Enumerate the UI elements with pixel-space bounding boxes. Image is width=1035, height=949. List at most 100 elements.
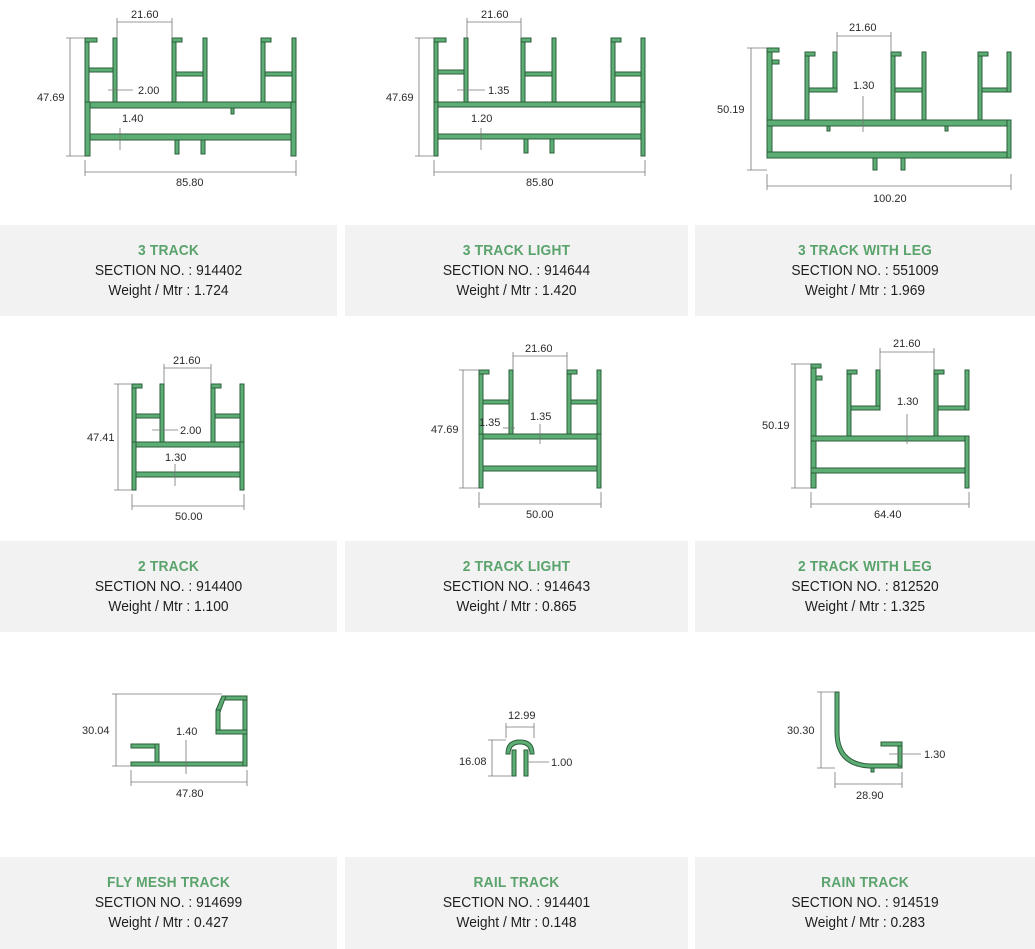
product-title: 2 TRACK (137, 558, 200, 575)
product-caption: 3 TRACK LIGHT SECTION NO. : 914644 Weigh… (345, 225, 688, 316)
dim-wall: 1.20 (471, 113, 492, 125)
dim-gap: 1.35 (479, 417, 500, 429)
section-number: SECTION NO. : 551009 (791, 262, 939, 279)
profile-shape (84, 37, 297, 157)
weight-per-meter: Weight / Mtr : 1.420 (456, 282, 577, 299)
weight-per-meter: Weight / Mtr : 0.283 (804, 914, 926, 931)
section-number: SECTION NO. : 914643 (442, 578, 591, 595)
product-caption: 2 TRACK WITH LEG SECTION NO. : 812520 We… (695, 541, 1035, 632)
dimension-lines (114, 364, 245, 510)
dimension-lines (817, 691, 921, 788)
dim-width: 28.90 (856, 790, 884, 802)
profile-shape (766, 47, 1012, 171)
product-card-2-track: 21.60 47.41 2.00 1.30 50.00 2 TRACK SECT… (0, 316, 337, 632)
profile-shape (130, 695, 248, 767)
dim-width: 85.80 (526, 177, 554, 189)
dim-gap: 2.00 (138, 85, 159, 97)
product-caption: 2 TRACK LIGHT SECTION NO. : 914643 Weigh… (345, 541, 688, 632)
weight-per-meter: Weight / Mtr : 1.724 (108, 282, 229, 299)
dim-wall: 1.00 (551, 757, 572, 769)
dim-wall: 1.30 (924, 749, 945, 761)
dim-wall: 1.40 (176, 726, 197, 738)
product-title: 2 TRACK LIGHT (462, 558, 571, 575)
section-number: SECTION NO. : 914699 (94, 894, 243, 911)
dim-height: 47.69 (37, 92, 65, 104)
dimension-lines (66, 18, 297, 176)
dim-top: 21.60 (525, 343, 553, 355)
profile-drawing: 21.60 47.69 2.00 1.40 85.80 (37, 9, 297, 189)
profile-shape (810, 363, 970, 489)
dim-wall: 1.40 (122, 113, 143, 125)
profile-shape (834, 691, 903, 773)
weight-per-meter: Weight / Mtr : 1.969 (804, 282, 926, 299)
dim-width: 50.00 (175, 511, 203, 523)
dimension-lines (791, 348, 970, 508)
profile-drawing: 12.99 16.08 1.00 (459, 710, 572, 777)
product-caption: RAIN TRACK SECTION NO. : 914519 Weight /… (695, 857, 1035, 949)
dim-width: 47.80 (176, 788, 204, 800)
product-card-rain-track: 30.30 1.30 28.90 RAIN TRACK SECTION NO. … (695, 632, 1035, 949)
weight-per-meter: Weight / Mtr : 1.100 (108, 598, 229, 615)
dim-height: 50.19 (717, 104, 745, 116)
dimension-lines (488, 723, 549, 777)
profile-drawing: 21.60 50.19 1.30 100.20 (717, 22, 1012, 205)
dim-width: 64.40 (874, 509, 902, 521)
dim-width: 100.20 (873, 193, 907, 205)
dim-height: 16.08 (459, 756, 487, 768)
product-card-rail-track: 12.99 16.08 1.00 RAIL TRACK SECTION NO. … (345, 632, 688, 949)
dimension-lines (112, 693, 248, 786)
product-card-2-track-light: 21.60 47.69 1.35 1.35 50.00 2 TRACK LIGH… (345, 316, 688, 632)
dim-wall: 1.35 (530, 411, 551, 423)
product-card-3-track-light: 21.60 47.69 1.35 1.20 85.80 3 TRACK LIGH… (345, 0, 688, 316)
product-title: 2 TRACK WITH LEG (797, 558, 933, 575)
dim-height: 50.19 (762, 420, 790, 432)
dim-height: 47.69 (431, 424, 459, 436)
section-number: SECTION NO. : 914644 (442, 262, 591, 279)
dim-height: 30.30 (787, 725, 815, 737)
profile-drawing: 21.60 50.19 1.30 64.40 (762, 338, 970, 521)
product-caption: RAIL TRACK SECTION NO. : 914401 Weight /… (345, 857, 688, 949)
weight-per-meter: Weight / Mtr : 0.865 (456, 598, 577, 615)
profile-drawing: 21.60 47.69 1.35 1.35 50.00 (431, 343, 602, 521)
dim-width: 50.00 (526, 509, 554, 521)
section-number: SECTION NO. : 812520 (791, 578, 939, 595)
dim-top: 21.60 (481, 9, 509, 21)
product-caption: 3 TRACK SECTION NO. : 914402 Weight / Mt… (0, 225, 337, 316)
dim-top: 21.60 (173, 355, 201, 367)
dim-gap: 1.35 (488, 85, 509, 97)
dimension-lines (415, 18, 646, 176)
dim-height: 47.41 (87, 432, 115, 444)
dim-wall: 1.30 (853, 80, 874, 92)
product-title: 3 TRACK WITH LEG (797, 242, 933, 259)
dimension-lines (747, 32, 1012, 190)
section-number: SECTION NO. : 914400 (94, 578, 243, 595)
product-caption: FLY MESH TRACK SECTION NO. : 914699 Weig… (0, 857, 337, 949)
dim-top: 21.60 (131, 9, 159, 21)
profile-drawing: 30.04 1.40 47.80 (82, 693, 248, 800)
dim-width: 85.80 (176, 177, 204, 189)
weight-per-meter: Weight / Mtr : 0.427 (108, 914, 229, 931)
product-card-fly-mesh-track: 30.04 1.40 47.80 FLY MESH TRACK SECTION … (0, 632, 337, 949)
product-caption: 3 TRACK WITH LEG SECTION NO. : 551009 We… (695, 225, 1035, 316)
profile-shape (433, 37, 646, 157)
dim-wall: 1.30 (165, 452, 186, 464)
section-number: SECTION NO. : 914402 (94, 262, 243, 279)
product-title: 3 TRACK LIGHT (462, 242, 571, 259)
weight-per-meter: Weight / Mtr : 1.325 (804, 598, 926, 615)
product-title: FLY MESH TRACK (107, 874, 230, 891)
product-card-2-track-with-leg: 21.60 50.19 1.30 64.40 2 TRACK WITH LEG … (695, 316, 1035, 632)
section-number: SECTION NO. : 914401 (442, 894, 591, 911)
dim-top: 12.99 (508, 710, 536, 722)
profile-drawing: 21.60 47.69 1.35 1.20 85.80 (386, 9, 646, 189)
product-title: RAIL TRACK (473, 874, 560, 891)
dim-top: 21.60 (849, 22, 877, 34)
dim-top: 21.60 (893, 338, 921, 350)
dim-height: 47.69 (386, 92, 414, 104)
dim-gap: 2.00 (180, 425, 201, 437)
product-card-3-track: 21.60 47.69 2.00 1.40 85.80 3 TRACK SECT… (0, 0, 337, 316)
profile-drawing: 30.30 1.30 28.90 (787, 691, 945, 802)
product-title: 3 TRACK (137, 242, 200, 259)
dim-wall: 1.30 (897, 396, 918, 408)
weight-per-meter: Weight / Mtr : 0.148 (456, 914, 577, 931)
section-number: SECTION NO. : 914519 (791, 894, 939, 911)
